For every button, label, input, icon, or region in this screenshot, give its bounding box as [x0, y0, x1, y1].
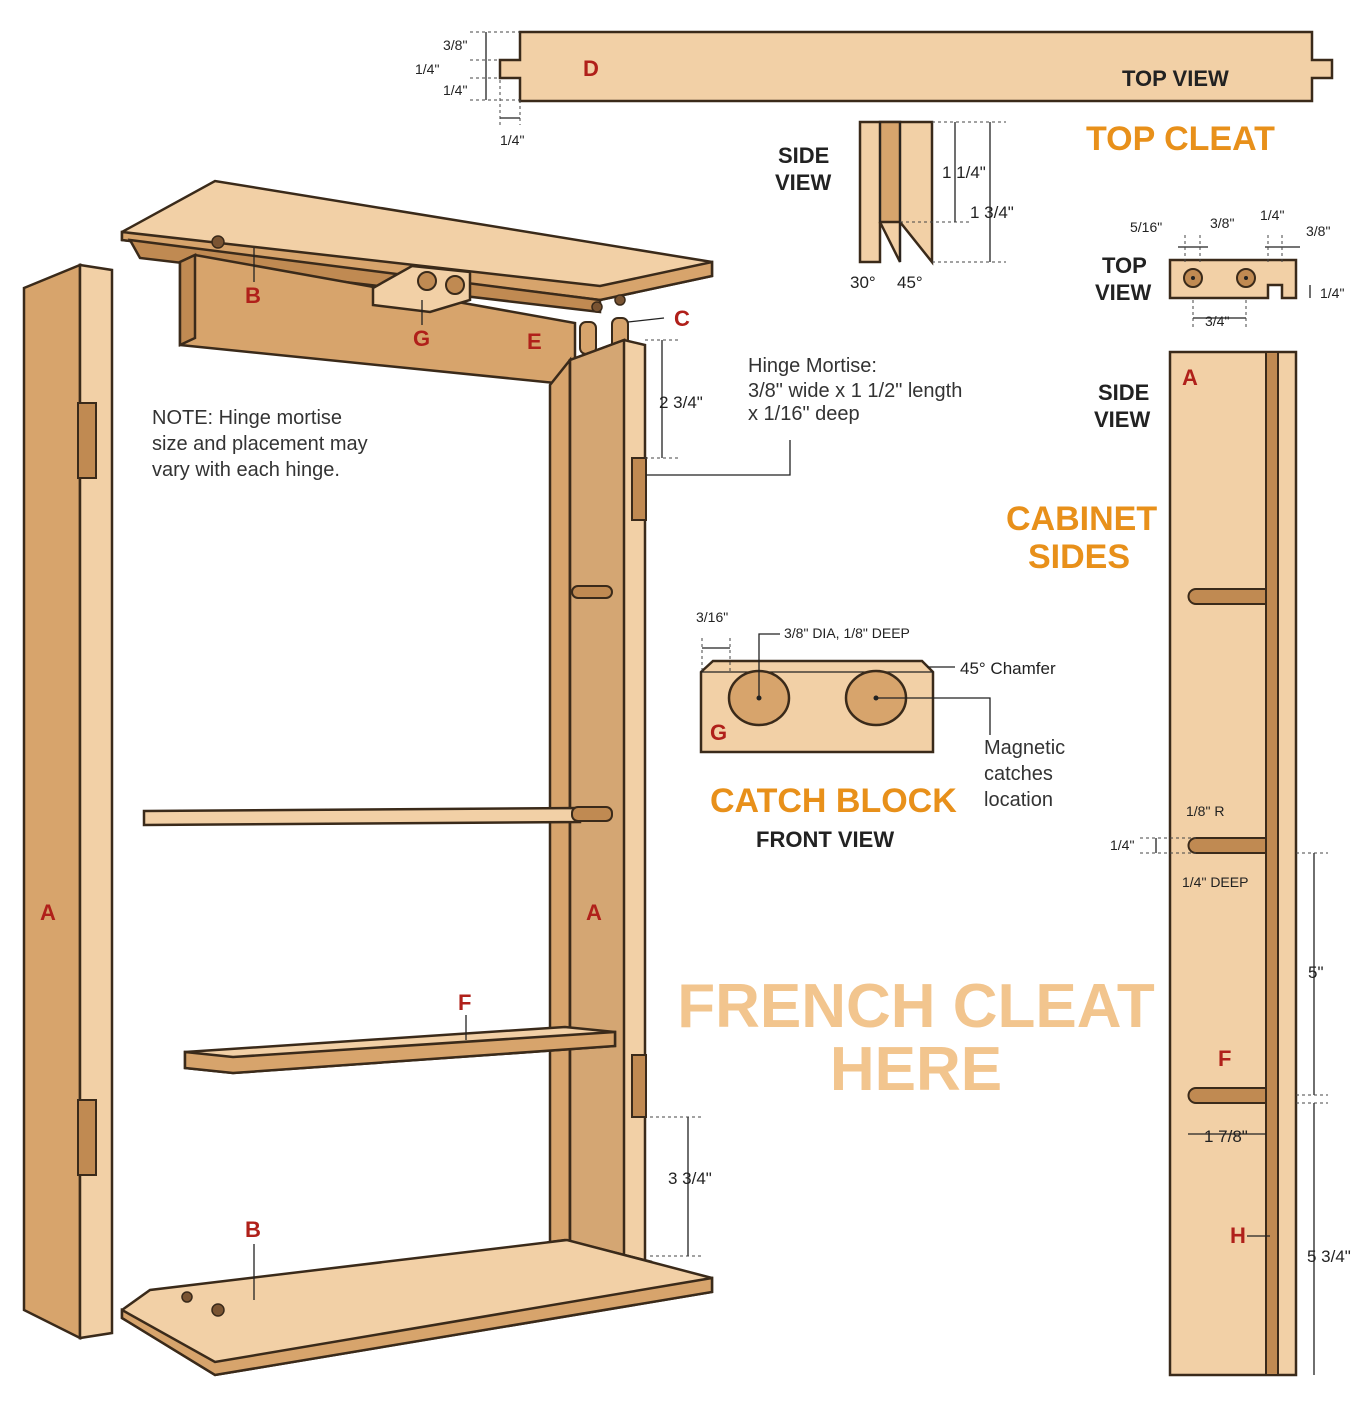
dim-1-8-r: 1/8" R: [1186, 803, 1224, 819]
side-view-label-1: SIDE: [778, 143, 829, 168]
cs-side-view-2: VIEW: [1094, 407, 1150, 432]
top-cleat-top-view: D TOP VIEW 3/8" 1/4" 1/4" 1/4": [415, 30, 1334, 148]
part-a-right: A: [586, 900, 602, 925]
dim-1-4-top: 1/4": [1260, 207, 1284, 223]
cabinet-sides-side-view: SIDE VIEW A F H 1/8" R 1/4" 1/4" DEEP 1 …: [1094, 350, 1351, 1377]
dim-3-16: 3/16": [696, 609, 728, 625]
cabinet-sides-top-view: TOP VIEW 5/16" 3/8" 1/4" 3/8" 1/4" 3/4": [1095, 207, 1344, 329]
french-cleat-line-2: HERE: [830, 1035, 1002, 1104]
dim-1-4-right: 1/4": [1320, 285, 1344, 301]
top-view-label: TOP VIEW: [1122, 66, 1229, 91]
dim-3-3-4: 3 3/4": [668, 1169, 712, 1188]
hole-spec: 3/8" DIA, 1/8" DEEP: [784, 625, 910, 641]
cs-top-view-2: VIEW: [1095, 280, 1151, 305]
dim-1-4-deep: 1/4" DEEP: [1182, 874, 1248, 890]
magnet-3: location: [984, 789, 1053, 811]
cs-part-f: F: [1218, 1046, 1231, 1071]
side-view-label-2: VIEW: [775, 170, 831, 195]
catch-part-g: G: [710, 720, 727, 745]
cabinet-sides-title-1: CABINET: [1006, 500, 1157, 538]
cabinet-assembly: A B G E C A: [22, 179, 962, 1377]
top-cleat-side-view: SIDE VIEW 1 1/4" 1 3/4" 30° 45°: [775, 120, 1014, 292]
part-b-top: B: [245, 283, 261, 308]
cs-top-view-1: TOP: [1102, 253, 1147, 278]
magnet-2: catches: [984, 763, 1053, 785]
catch-block-title: CATCH BLOCK: [710, 782, 957, 820]
dim-1-7-8: 1 7/8": [1204, 1127, 1248, 1146]
hinge-2: 3/8" wide x 1 1/2" length: [748, 380, 962, 402]
part-d-label: D: [583, 56, 599, 81]
catch-block-subtitle: FRONT VIEW: [756, 827, 894, 852]
cs-part-a: A: [1182, 365, 1198, 390]
dim-5-16: 5/16": [1130, 219, 1162, 235]
note-3: vary with each hinge.: [152, 459, 340, 481]
angle-45: 45°: [897, 273, 923, 292]
dim-5: 5": [1308, 963, 1324, 982]
dim-1-4-a: 1/4": [415, 61, 439, 77]
cs-part-h: H: [1230, 1223, 1246, 1248]
dim-3-8-a: 3/8": [1210, 215, 1234, 231]
dim-5-3-4: 5 3/4": [1307, 1247, 1351, 1266]
dim-3-8: 3/8": [443, 37, 467, 53]
dim-3-4: 3/4": [1205, 313, 1229, 329]
dim-1-1-4: 1 1/4": [942, 163, 986, 182]
hinge-3: x 1/16" deep: [748, 403, 860, 425]
dim-3-8-b: 3/8": [1306, 223, 1330, 239]
catch-block-front-view: G 3/16" 3/8" DIA, 1/8" DEEP 45° Chamfer …: [696, 609, 1065, 811]
dim-2-3-4: 2 3/4": [659, 393, 703, 412]
dim-1-3-4: 1 3/4": [970, 203, 1014, 222]
dim-1-4-c: 1/4": [500, 132, 524, 148]
part-a-left: A: [40, 900, 56, 925]
dim-1-4-b: 1/4": [443, 82, 467, 98]
top-cleat-title: TOP CLEAT: [1086, 120, 1275, 158]
part-c: C: [674, 306, 690, 331]
cs-side-view-1: SIDE: [1098, 380, 1149, 405]
cabinet-sides-title-2: SIDES: [1028, 538, 1130, 576]
chamfer-label: 45° Chamfer: [960, 659, 1056, 678]
part-e: E: [527, 329, 542, 354]
note-2: size and placement may: [152, 433, 368, 455]
angle-30: 30°: [850, 273, 876, 292]
note-1: NOTE: Hinge mortise: [152, 407, 342, 429]
magnet-1: Magnetic: [984, 737, 1065, 759]
dim-1-4-slot: 1/4": [1110, 837, 1134, 853]
hinge-1: Hinge Mortise:: [748, 355, 877, 377]
french-cleat-line-1: FRENCH CLEAT: [677, 972, 1155, 1041]
part-g-assembly: G: [413, 326, 430, 351]
part-f-assembly: F: [458, 990, 471, 1015]
part-b-bottom: B: [245, 1217, 261, 1242]
